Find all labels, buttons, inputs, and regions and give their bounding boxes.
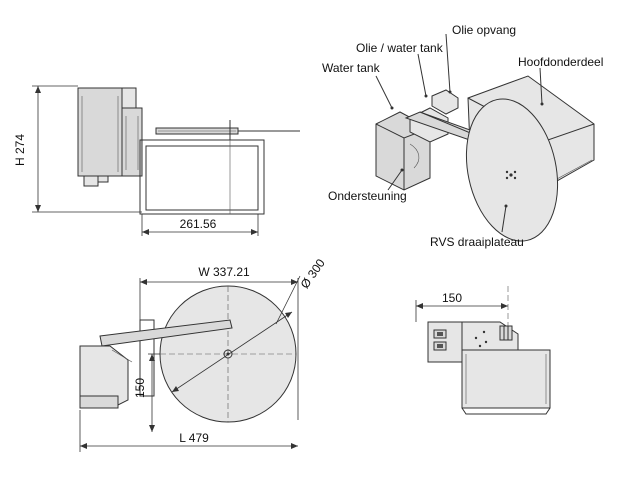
- diameter-dimension-line: [171, 311, 293, 393]
- front-main-body: [77, 87, 123, 177]
- front-top-block: [121, 87, 137, 109]
- side-view: 150: [415, 286, 551, 415]
- width-top-dimension-label: W 337.21: [198, 265, 250, 279]
- label-rvs-draaiplateau: RVS draaiplateau: [430, 235, 524, 249]
- iso-platter: [465, 98, 559, 242]
- width-front-dimension-label: 261.56: [180, 217, 217, 231]
- label-olie-water-tank: Olie / water tank: [356, 41, 444, 55]
- offset-side-dimension-label: 150: [442, 291, 462, 305]
- isometric-view: Olie opvang Olie / water tank Water tank…: [322, 23, 603, 249]
- front-view: H 274 261.56: [13, 85, 300, 236]
- label-olie-opvang: Olie opvang: [452, 23, 516, 37]
- length-dimension-label: L 479: [179, 431, 209, 445]
- iso-oil-collector: [431, 89, 459, 115]
- height-dimension-label: H 274: [13, 134, 27, 166]
- label-hoofdonderdeel: Hoofdonderdeel: [518, 55, 603, 69]
- label-water-tank: Water tank: [322, 61, 381, 75]
- top-view: W 337.21 Ø 300 150 L 479: [79, 256, 328, 452]
- side-lower-housing: [461, 349, 551, 409]
- front-platter-box: [139, 139, 265, 215]
- label-ondersteuning: Ondersteuning: [328, 189, 407, 203]
- diameter-dimension-label: Ø 300: [298, 256, 328, 291]
- iso-platter-center-icon: [505, 170, 517, 180]
- offset-vertical-dimension-label: 150: [133, 378, 147, 398]
- top-arm: [99, 319, 233, 347]
